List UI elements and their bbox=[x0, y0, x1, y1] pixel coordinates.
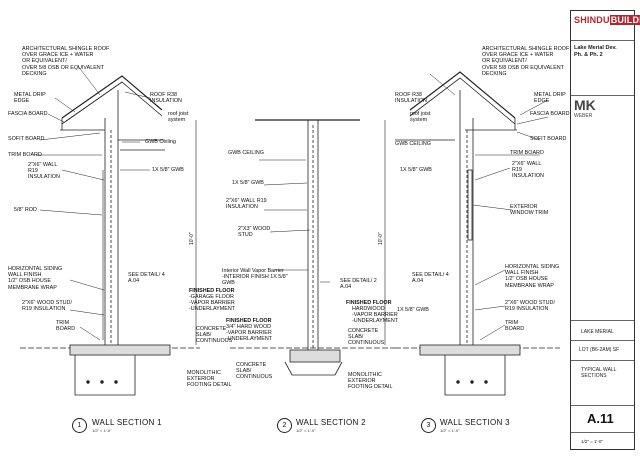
s2-note-r2: MONOLITHIC EXTERIOR FOOTING DETAIL bbox=[348, 372, 393, 391]
s2-note-1: 1X 5/8" GWB bbox=[232, 180, 264, 186]
s1-note-r3: 1X 5/8" GWB bbox=[152, 167, 184, 173]
section-2-scale: 1/2" = 1'-0" bbox=[296, 428, 316, 433]
tb-scale: 1/2" = 1'-0" bbox=[581, 439, 603, 444]
s2-note-2: 2"X6" WALL R19 INSULATION bbox=[226, 198, 267, 211]
s1-note-4: TRIM BOARD bbox=[8, 152, 42, 158]
s1-note-3: SOFIT BOARD bbox=[8, 136, 45, 142]
section-1-scale: 1/2" = 1'-0" bbox=[92, 428, 112, 433]
brand-logo: SHINDUBUILDER bbox=[574, 15, 640, 25]
s1-note-r6: MONOLITHIC EXTERIOR FOOTING DETAIL bbox=[187, 370, 232, 389]
s2-note-4: Interior Wall Vapor Barrier -INTERIOR FI… bbox=[222, 268, 288, 287]
tb-divider-3 bbox=[571, 96, 634, 321]
section-3-scale: 1/2" = 1'-0" bbox=[440, 428, 460, 433]
s3-note-1: ROOF R38 INSULATION bbox=[395, 92, 427, 105]
section-3-title: WALL SECTION 3 bbox=[440, 418, 510, 427]
s1-note-8: 2"X6" WOOD STUD/ R19 INSULATION bbox=[22, 300, 72, 313]
s1-note-r4: SEE DETAIL/ 4 A.04 bbox=[128, 272, 165, 285]
tb-divider-4 bbox=[571, 321, 634, 341]
s3-note-r4: 2"X6" WALL R19 INSULATION bbox=[512, 161, 544, 180]
s1-note-9: TRIM BOARD bbox=[56, 320, 76, 333]
s3-note-4: 1X 5/8" GWB bbox=[400, 167, 432, 173]
s1-floor-body: -GARAGE FLOOR -VAPOR BARRIER -UNDERLAYME… bbox=[189, 294, 236, 313]
s1-note-2: FASCIA BOARD bbox=[8, 111, 48, 117]
section-3-marker: 3 bbox=[421, 418, 436, 433]
tb-sheet-number: A.11 bbox=[587, 411, 614, 426]
s2-note-r0: SEE DETAIL/ 2 A.04 bbox=[340, 278, 377, 291]
s1-note-5: 2"X6" WALL R19 INSULATION bbox=[28, 162, 60, 181]
s1-note-r2: GWB Ceiling bbox=[145, 139, 176, 145]
s1-floor-title: FINISHED FLOOR bbox=[189, 288, 235, 294]
tb-lot: LOT (B6-2AM) SF bbox=[579, 347, 620, 353]
s1-note-7: HORIZONTAL SIDING WALL FINISH 1/2" OSB H… bbox=[8, 266, 63, 291]
s1-note-r0: ROOF R38 INSULATION bbox=[150, 92, 182, 105]
tb-logo: MK bbox=[574, 97, 596, 113]
s2-note-3: 2"X3" WOOD STUD bbox=[238, 226, 271, 239]
section-2-title: WALL SECTION 2 bbox=[296, 418, 366, 427]
s3-note-r8: TRIM BOARD bbox=[505, 320, 525, 333]
s3-note-3: GWB Ceiling bbox=[395, 141, 431, 147]
s3-floor-body: HARDWOOD -VAPOR BARRIER -UNDERLAYMENT bbox=[352, 306, 399, 325]
s3-note-r3: TRIM BOARD bbox=[510, 150, 544, 156]
s3-note-0: ARCHITECTURAL SHINGLE ROOF OVER GRACE IC… bbox=[482, 46, 570, 77]
s3-floor-title: FINISHED FLOOR bbox=[346, 300, 392, 306]
tb-divider-1 bbox=[571, 11, 634, 41]
section-1-title: WALL SECTION 1 bbox=[92, 418, 162, 427]
title-block: SHINDUBUILDER Lake Merial Dev. Ph. & Ph.… bbox=[570, 10, 640, 450]
tb-sheet-title: TYPICAL WALL SECTIONS bbox=[581, 367, 617, 379]
tb-divider-7 bbox=[571, 406, 634, 433]
s3-note-r1: FASCIA BOARD bbox=[530, 111, 570, 117]
s2-note-r1: CONCRETE SLAB/ CONTINUOUS bbox=[348, 328, 385, 347]
s1-note-6: 5/8" ROD bbox=[14, 207, 37, 213]
s1-note-r5: CONCRETE SLAB/ CONTINUOUS bbox=[196, 326, 233, 345]
tb-project: Lake Merial Dev. Ph. & Ph. 2 bbox=[574, 45, 617, 58]
s2-note-5: CONCRETE SLAB/ CONTINUOUS bbox=[236, 362, 273, 381]
brand-part-a: SHINDU bbox=[574, 15, 610, 25]
dimension-s1: 10'-0" bbox=[189, 232, 195, 245]
s2-floor-body: 3/4" HARD WOOD -VAPOR BARRIER -UNDERLAYM… bbox=[226, 324, 273, 343]
s3-note-r7: 2"X6" WOOD STUD/ R19 INSULATION bbox=[505, 300, 555, 313]
brand-part-b: BUILDER bbox=[609, 15, 640, 25]
s1-note-1: METAL DRIP EDGE bbox=[14, 92, 46, 105]
s3-note-r6: HORIZONTAL SIDING WALL FINISH 1/2" OSB H… bbox=[505, 264, 560, 289]
tb-project-name: LAKE MERIAL bbox=[581, 329, 614, 335]
s1-note-0: ARCHITECTURAL SHINGLE ROOF OVER GRACE IC… bbox=[22, 46, 110, 77]
s3-note-6: 1X 5/8" GWB bbox=[397, 307, 429, 313]
s2-floor-title: FINISHED FLOOR bbox=[226, 318, 272, 324]
s3-note-r0: METAL DRIP EDGE bbox=[534, 92, 566, 105]
s2-note-0: GWB CEILING bbox=[228, 150, 264, 156]
tb-divider-6 bbox=[571, 361, 634, 406]
section-1-marker: 1 bbox=[72, 418, 87, 433]
s1-note-r1: roof joist system bbox=[168, 111, 189, 124]
s3-note-2: roof joist system bbox=[410, 111, 431, 124]
tb-divider-2 bbox=[571, 41, 634, 96]
s3-note-5: SEE DETAIL/ 4 A.04 bbox=[412, 272, 449, 285]
tb-divider-5 bbox=[571, 341, 634, 361]
dimension-s3: 10'-0" bbox=[378, 232, 384, 245]
s3-note-r5: EXTERIOR WINDOW TRIM bbox=[510, 204, 549, 217]
tb-logo-sub: WEBER bbox=[574, 113, 593, 119]
s3-note-r2: SOFIT BOARD bbox=[530, 136, 567, 142]
section-2-marker: 2 bbox=[277, 418, 292, 433]
